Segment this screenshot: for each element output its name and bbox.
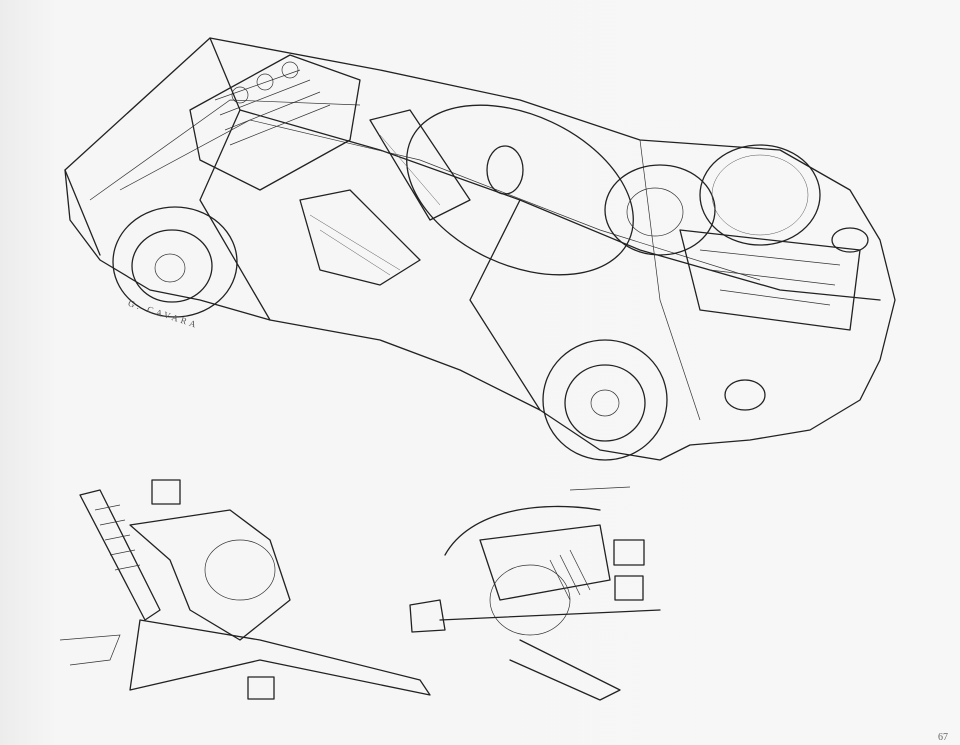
steering-wheel xyxy=(486,145,524,195)
front-frame xyxy=(679,227,869,411)
front-suspension-detail xyxy=(409,486,661,701)
rear-wheel xyxy=(699,144,821,246)
front-right-wheel xyxy=(542,339,668,461)
seats xyxy=(299,109,524,286)
front-left-wheel xyxy=(112,206,238,318)
engine-block xyxy=(189,54,361,191)
car-body-outline xyxy=(64,37,896,461)
page-number: 67 xyxy=(938,732,948,743)
spare-wheel xyxy=(604,164,716,256)
rear-suspension-detail xyxy=(59,479,431,700)
